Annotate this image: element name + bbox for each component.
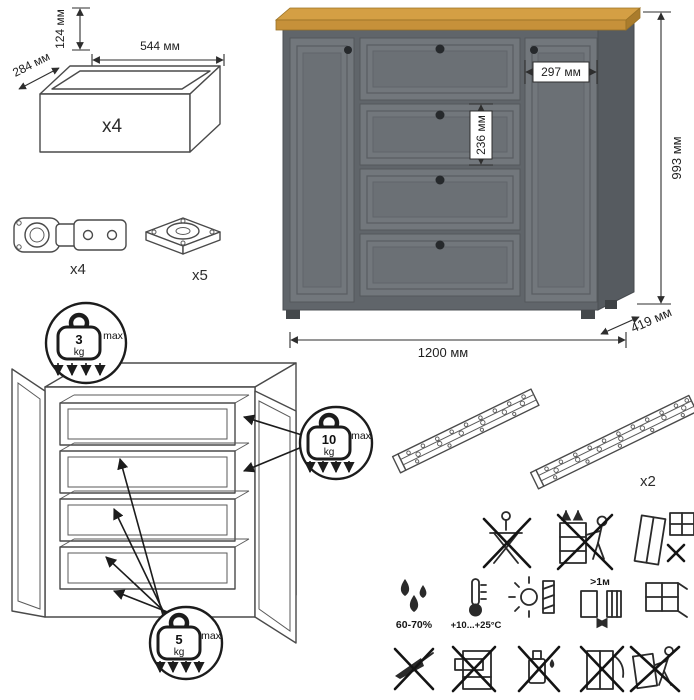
heat-distance-icon: >1м: [580, 576, 622, 629]
drawer-slides-illustration: x2: [388, 352, 694, 502]
drawer-box-drawing: x4: [39, 65, 221, 153]
drawer-front-height-label: 236 мм: [474, 115, 488, 155]
hinge-icon: [13, 217, 127, 253]
distance-label: >1м: [590, 576, 610, 588]
safety-warning-icons: [482, 503, 694, 573]
load-badge-drawer: 10 kg max: [298, 405, 374, 481]
no-solvents-icon: [517, 645, 561, 693]
door-knob: [530, 46, 538, 54]
dresser-left-door: [289, 37, 355, 303]
drawer-front-3: [359, 168, 521, 231]
dresser-foot: [286, 310, 300, 319]
drawer-front-1: [359, 37, 521, 101]
no-sharp-objects-icon: [393, 647, 435, 691]
open-drawer-1: [59, 394, 250, 446]
drawer-knob: [435, 240, 445, 250]
open-left-door: [11, 368, 46, 618]
tip-over-window-icon: [633, 512, 694, 566]
load-qualifier: max: [351, 430, 372, 442]
width-label: 1200 мм: [418, 345, 468, 360]
drawer-knob: [435, 175, 445, 185]
load-badge-top-surface: 3 kg max: [44, 301, 128, 385]
load-direction-arrows: [304, 461, 355, 474]
dresser-wood-top: [274, 7, 642, 31]
drawer-slides-svg: x2: [391, 388, 694, 490]
load-qualifier: max: [103, 330, 124, 342]
drawer-box-schematic: 124 мм 544 мм 284 мм x4: [8, 0, 233, 196]
hinge-count-label: x4: [70, 261, 86, 278]
height-dimension: 993 мм: [637, 11, 684, 305]
load-value: 3: [75, 332, 82, 347]
load-badge-lower-drawers: 5 kg max: [148, 605, 224, 681]
slide-count-label: x2: [640, 473, 656, 490]
load-capacity-svg: 3 kg max 10 kg max: [11, 301, 374, 681]
drawer-height-label: 124 мм: [53, 9, 67, 49]
mount-plate-icon: [145, 217, 221, 255]
load-unit: kg: [74, 347, 85, 358]
load-unit: kg: [324, 447, 335, 458]
drawer-width-label: 544 мм: [140, 39, 180, 53]
humidity-label: 60-70%: [396, 619, 433, 631]
no-moving-loaded-icon: [556, 509, 614, 571]
care-icons-svg: 60-70% +10...+25°C: [393, 576, 688, 693]
load-value: 10: [322, 432, 336, 447]
no-dragging-icon: [629, 645, 681, 693]
drawer-front-height-dimension: 236 мм: [469, 103, 493, 166]
dresser-foot: [581, 310, 595, 319]
hardware-schematic: x4 x5: [8, 198, 233, 330]
height-label: 993 мм: [669, 136, 684, 179]
care-instruction-icons: 60-70% +10...+25°C: [383, 573, 694, 700]
drawer-knob: [435, 110, 445, 120]
dresser-illustration: 297 мм 236 мм 993 мм 12: [233, 0, 694, 360]
depth-label: 419 мм: [628, 304, 674, 335]
drawer-front-2: [359, 103, 521, 166]
dresser-svg: 297 мм 236 мм 993 мм 12: [274, 7, 684, 360]
door-width-dimension: 297 мм: [524, 60, 598, 84]
temperature-icon: +10...+25°C: [451, 578, 502, 631]
drawer-slide-rail: [391, 388, 540, 474]
safety-warning-svg: [482, 509, 694, 571]
window-icon: [645, 582, 688, 618]
load-unit: kg: [174, 647, 185, 658]
drawer-knob: [435, 44, 445, 54]
no-open-drawer-load-icon: [451, 645, 497, 693]
load-direction-arrows: [154, 661, 205, 674]
door-knob: [344, 46, 352, 54]
dresser-foot: [605, 300, 617, 309]
open-drawer-3: [59, 490, 250, 542]
humidity-icon: 60-70%: [396, 579, 433, 631]
drawer-front-4: [359, 233, 521, 297]
open-drawer-2: [59, 442, 250, 494]
load-value: 5: [175, 632, 182, 647]
drawer-height-dimension: 124 мм: [53, 7, 90, 51]
load-leader-arrows: [105, 414, 303, 620]
no-door-slam-icon: [579, 645, 625, 693]
mount-count-label: x5: [192, 267, 208, 284]
dresser-drawers: [359, 37, 521, 297]
width-dimension: 1200 мм: [289, 332, 627, 360]
load-qualifier: max: [201, 630, 222, 642]
drawer-box-svg: 124 мм 544 мм 284 мм x4: [10, 7, 225, 153]
door-width-label: 297 мм: [541, 65, 581, 79]
drawer-width-dimension: 544 мм: [91, 39, 225, 66]
drawer-count-label: x4: [102, 116, 123, 137]
load-direction-arrows: [52, 363, 106, 377]
hardware-svg: x4 x5: [13, 217, 221, 284]
temperature-label: +10...+25°C: [451, 620, 502, 631]
open-drawer-4: [59, 538, 250, 590]
drawer-slide-rail: [529, 394, 694, 490]
load-capacity-diagram: 3 kg max 10 kg max: [0, 295, 380, 700]
sunlight-shade-icon: [508, 576, 555, 618]
no-standing-icon: [482, 511, 532, 569]
